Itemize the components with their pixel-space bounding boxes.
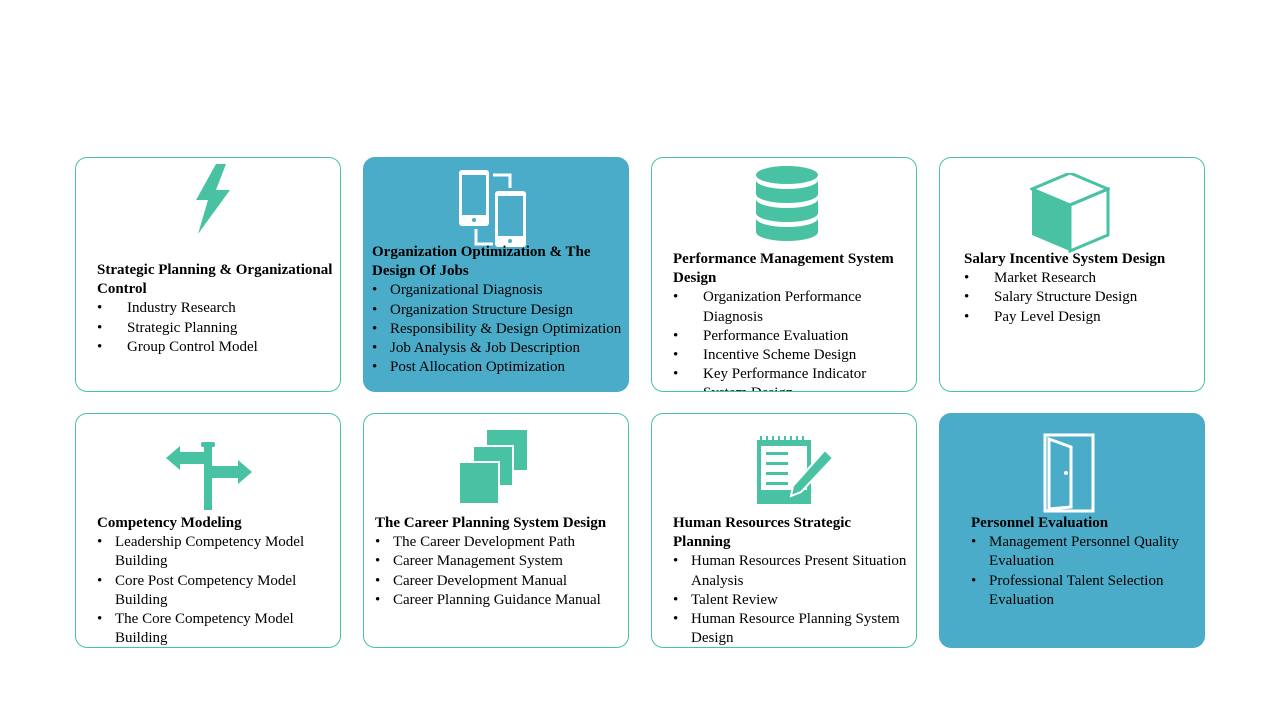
list-item: Management Personnel Quality Evaluation [971, 533, 1200, 571]
card-career-planning: The Career Planning System Design The Ca… [363, 413, 629, 648]
card-list: Organization Performance Diagnosis Perfo… [673, 288, 912, 391]
card-personnel-evaluation: Personnel Evaluation Management Personne… [939, 413, 1205, 648]
card-title: Competency Modeling [97, 515, 242, 531]
list-item: Core Post Competency Model Building [97, 572, 336, 610]
stacked-pages-icon [459, 430, 527, 504]
card-organization-optimization: Organization Optimization & The Design O… [363, 157, 629, 392]
list-item: Human Resources Present Situation Analys… [673, 552, 912, 590]
list-item: Key Performance Indicator System Design [673, 365, 912, 391]
card-salary-incentive: Salary Incentive System Design Market Re… [939, 157, 1205, 392]
box-icon [1030, 173, 1110, 253]
list-item: Industry Research [97, 299, 336, 318]
list-item: Organization Structure Design [372, 301, 624, 320]
card-title: Organization Optimization & The Design O… [372, 244, 591, 280]
card-list: The Career Development Path Career Manag… [375, 533, 624, 610]
card-list: Industry Research Strategic Planning Gro… [97, 299, 336, 357]
card-text: Performance Management System Design Org… [673, 250, 912, 391]
list-item: Post Allocation Optimization [372, 358, 624, 377]
card-list: Human Resources Present Situation Analys… [673, 552, 912, 647]
card-list: Organizational Diagnosis Organization St… [372, 281, 624, 377]
signpost-icon [166, 442, 252, 510]
card-text: Organization Optimization & The Design O… [372, 243, 624, 378]
list-item: Career Planning Guidance Manual [375, 591, 624, 610]
mobile-devices-icon [459, 170, 526, 247]
list-item: Human Resource Planning System Design [673, 610, 912, 647]
card-title: Strategic Planning & Organizational Cont… [97, 262, 333, 298]
card-performance-management: Performance Management System Design Org… [651, 157, 917, 392]
card-title: Personnel Evaluation [971, 515, 1109, 531]
list-item: The Core Competency Model Building [97, 610, 336, 647]
card-text: Strategic Planning & Organizational Cont… [97, 261, 336, 357]
list-item: The Career Development Path [375, 533, 624, 552]
card-hr-strategic-planning: Human Resources Strategic Planning Human… [651, 413, 917, 648]
card-list: Leadership Competency Model Building Cor… [97, 533, 336, 647]
list-item: Strategic Planning [97, 319, 336, 338]
card-title: Performance Management System Design [673, 251, 894, 287]
card-text: The Career Planning System Design The Ca… [375, 514, 624, 610]
list-item: Group Control Model [97, 338, 336, 357]
card-list: Management Personnel Quality Evaluation … [971, 533, 1200, 610]
list-item: Career Management System [375, 552, 624, 571]
list-item: Job Analysis & Job Description [372, 339, 624, 358]
list-item: Organization Performance Diagnosis [673, 288, 912, 326]
list-item: Pay Level Design [964, 308, 1200, 327]
card-text: Competency Modeling Leadership Competenc… [97, 514, 336, 647]
list-item: Organizational Diagnosis [372, 281, 624, 300]
list-item: Career Development Manual [375, 572, 624, 591]
card-text: Human Resources Strategic Planning Human… [673, 514, 912, 647]
list-item: Salary Structure Design [964, 288, 1200, 307]
card-list: Market Research Salary Structure Design … [964, 269, 1200, 327]
list-item: Market Research [964, 269, 1200, 288]
card-competency-modeling: Competency Modeling Leadership Competenc… [75, 413, 341, 648]
card-strategic-planning: Strategic Planning & Organizational Cont… [75, 157, 341, 392]
list-item: Incentive Scheme Design [673, 346, 912, 365]
notepad-pencil-icon [757, 436, 835, 504]
list-item: Professional Talent Selection Evaluation [971, 572, 1200, 610]
door-icon [1043, 433, 1095, 513]
lightning-icon [196, 164, 230, 234]
card-title: The Career Planning System Design [375, 515, 607, 531]
card-text: Salary Incentive System Design Market Re… [964, 250, 1200, 327]
database-icon [756, 166, 818, 241]
list-item: Leadership Competency Model Building [97, 533, 336, 571]
card-text: Personnel Evaluation Management Personne… [971, 514, 1200, 610]
list-item: Talent Review [673, 591, 912, 610]
list-item: Responsibility & Design Optimization [372, 320, 624, 339]
card-title: Human Resources Strategic Planning [673, 515, 852, 551]
list-item: Performance Evaluation [673, 327, 912, 346]
card-title: Salary Incentive System Design [964, 251, 1166, 267]
